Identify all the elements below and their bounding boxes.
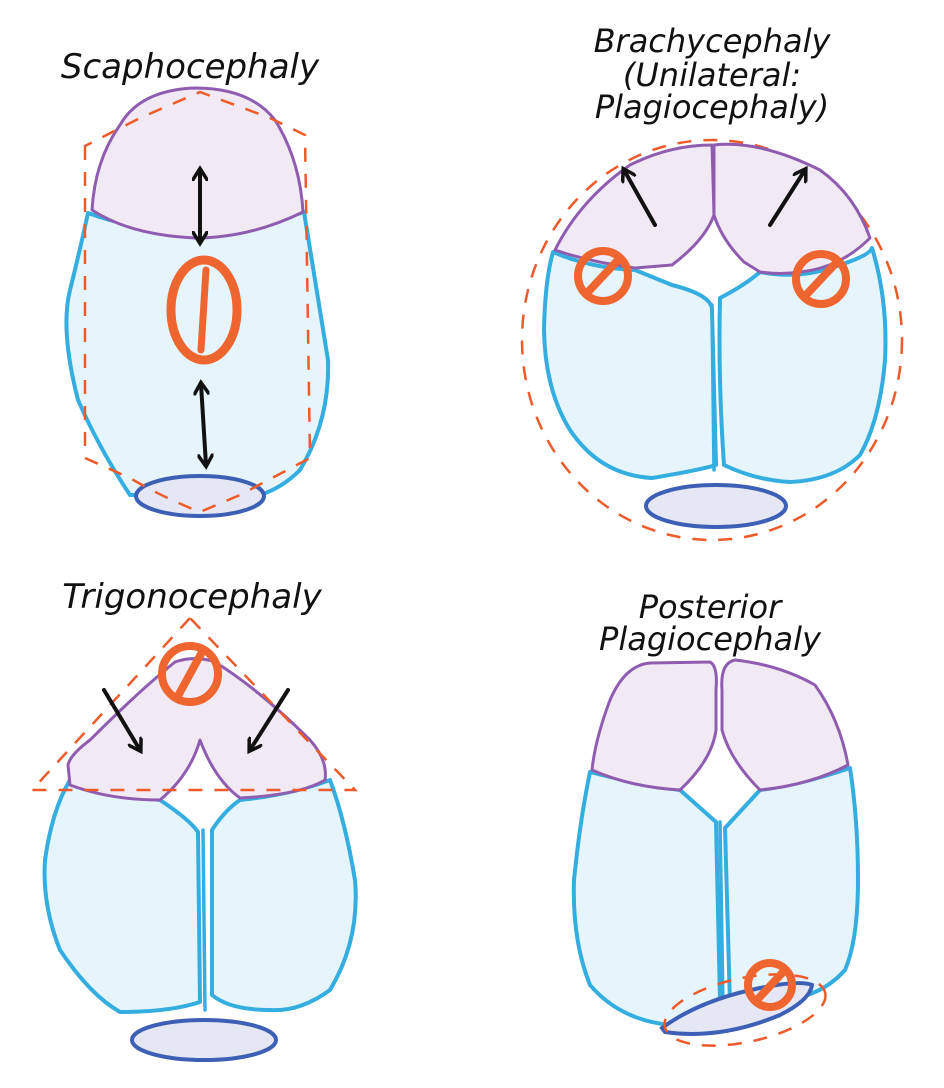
outline-dashed [83,90,312,514]
fused-sagittal-suture-icon [166,255,242,365]
outline-dashed [520,138,904,542]
title-posterior-plagiocephaly-line1: Posterior [639,588,783,626]
title-brachycephaly-line2: (Unilateral: [623,56,801,94]
parietal-bone-left [542,250,718,480]
parietal-bone-right [723,766,860,1007]
compression-arrow-icon [250,688,290,750]
title-trigonocephaly: Trigonocephaly [62,577,322,617]
occipital-bone [644,483,788,529]
parietal-bone-right [210,778,358,1013]
expansion-arrow-icon [624,170,657,227]
occipital-bone [659,981,815,1036]
panel-scaphocephaly: Scaphocephaly [61,47,331,518]
parietal-bone-right [717,246,888,484]
frontal-bone-left [590,660,718,792]
fused-lambdoid-suture-icon [744,959,796,1011]
parietal-bone-left [42,778,202,1014]
sagittal-suture [718,820,725,1007]
frontal-bone-right [712,142,872,275]
expansion-arrow-icon [768,170,805,227]
title-scaphocephaly: Scaphocephaly [61,47,320,87]
title-posterior-plagiocephaly-line2: Plagiocephaly [599,620,822,658]
occipital-bone [134,474,266,518]
frontal-bone-left [553,143,716,270]
parietal-bone [64,210,331,497]
frontal-bone-right [720,658,850,792]
fused-metopic-suture-icon [158,642,222,706]
title-brachycephaly-line1: Brachycephaly [594,22,832,60]
fused-coronal-suture-icon [574,247,632,305]
panel-posterior-plagiocephaly: Posterior Plagiocephaly [571,588,860,1047]
outline-dashed [663,973,827,1047]
frontal-bone [66,657,327,802]
frontal-bone [90,86,305,240]
compression-arrow-icon [102,688,140,750]
elongation-arrow-icon [201,384,206,465]
panel-brachycephaly: Brachycephaly (Unilateral: Plagiocephaly… [520,22,904,542]
parietal-bone-left [571,770,722,1027]
metopic-sagittal-suture [201,828,207,1012]
sagittal-suture [710,303,716,472]
occipital-bone [130,1018,278,1062]
fused-coronal-suture-icon [792,250,850,308]
panel-trigonocephaly: Trigonocephaly [29,577,358,1062]
title-brachycephaly-line3: Plagiocephaly) [595,88,829,126]
